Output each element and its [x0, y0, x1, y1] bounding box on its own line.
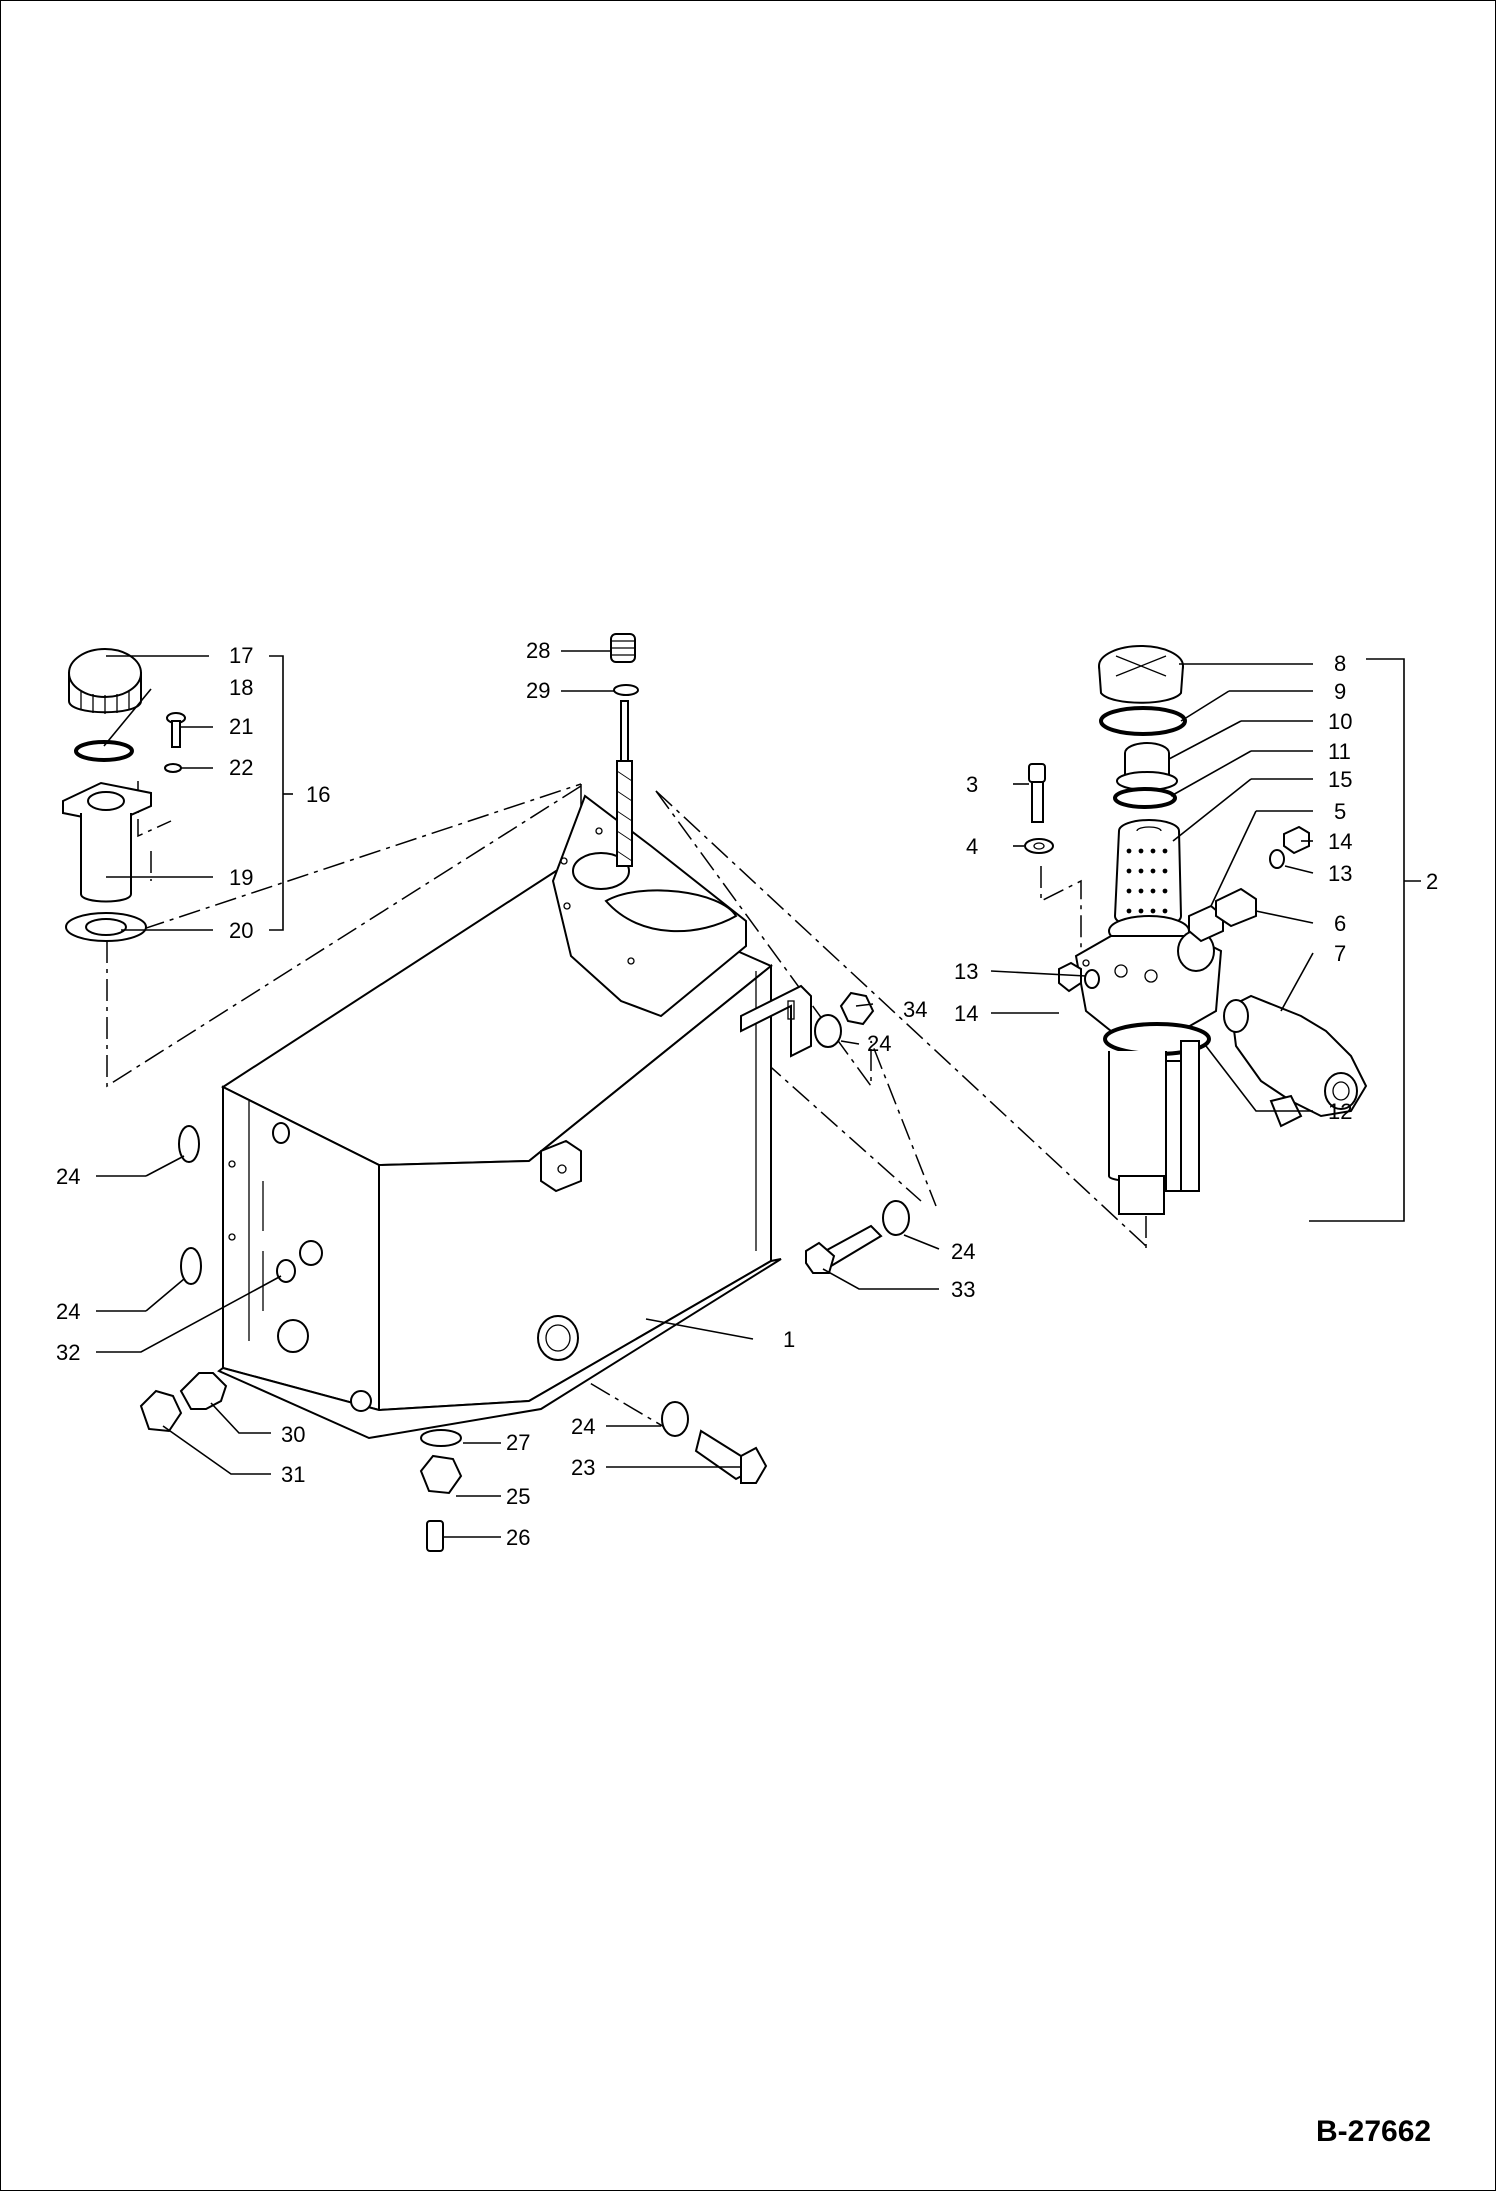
- callout-24-left-bottom: 24: [56, 1299, 80, 1324]
- callout-4: 4: [966, 834, 978, 859]
- callout-20: 20: [229, 918, 253, 943]
- callout-29: 29: [526, 678, 550, 703]
- callout-26: 26: [506, 1525, 530, 1550]
- callout-24-upper: 24: [867, 1031, 891, 1056]
- callout-33: 33: [951, 1277, 975, 1302]
- callout-13-right: 13: [1328, 861, 1352, 886]
- callout-6: 6: [1334, 911, 1346, 936]
- callout-19: 19: [229, 865, 253, 890]
- callout-24-left-top: 24: [56, 1164, 80, 1189]
- callout-21: 21: [229, 714, 253, 739]
- callout-14-right: 14: [1328, 829, 1352, 854]
- callout-15: 15: [1328, 767, 1352, 792]
- callout-24-right: 24: [951, 1239, 975, 1264]
- hydraulic-tank: [217, 794, 782, 1440]
- callout-31: 31: [281, 1462, 305, 1487]
- callout-13-left: 13: [954, 959, 978, 984]
- callout-1: 1: [783, 1327, 795, 1352]
- callout-28: 28: [526, 638, 550, 663]
- callout-labels: 17 18 21 22 16 19 20 28 29 34 24 24 24 3…: [56, 638, 1438, 1550]
- callout-8: 8: [1334, 651, 1346, 676]
- callout-32: 32: [56, 1340, 80, 1365]
- callout-25: 25: [506, 1484, 530, 1509]
- callout-12: 12: [1328, 1099, 1352, 1124]
- document-number: B-27662: [1316, 2115, 1431, 2148]
- callout-18: 18: [229, 675, 253, 700]
- dipstick-assembly: [610, 633, 639, 867]
- callout-22: 22: [229, 755, 253, 780]
- callout-30: 30: [281, 1422, 305, 1447]
- callout-34: 34: [903, 997, 927, 1022]
- callout-5: 5: [1334, 799, 1346, 824]
- callout-23: 23: [571, 1455, 595, 1480]
- callout-17: 17: [229, 643, 253, 668]
- leader-lines: [96, 650, 1421, 1538]
- callout-2: 2: [1426, 869, 1438, 894]
- loose-hardware: [139, 984, 910, 1552]
- callout-11: 11: [1328, 739, 1351, 764]
- callout-7: 7: [1334, 941, 1346, 966]
- callout-16: 16: [306, 782, 330, 807]
- return-filter-assembly: [1024, 645, 1368, 1215]
- callout-9: 9: [1334, 679, 1346, 704]
- callout-10: 10: [1328, 709, 1352, 734]
- callout-14-left: 14: [954, 1001, 978, 1026]
- callout-3: 3: [966, 772, 978, 797]
- callout-24-bottom: 24: [571, 1414, 595, 1439]
- callout-27: 27: [506, 1430, 530, 1455]
- breather-filler-assembly: [62, 648, 186, 942]
